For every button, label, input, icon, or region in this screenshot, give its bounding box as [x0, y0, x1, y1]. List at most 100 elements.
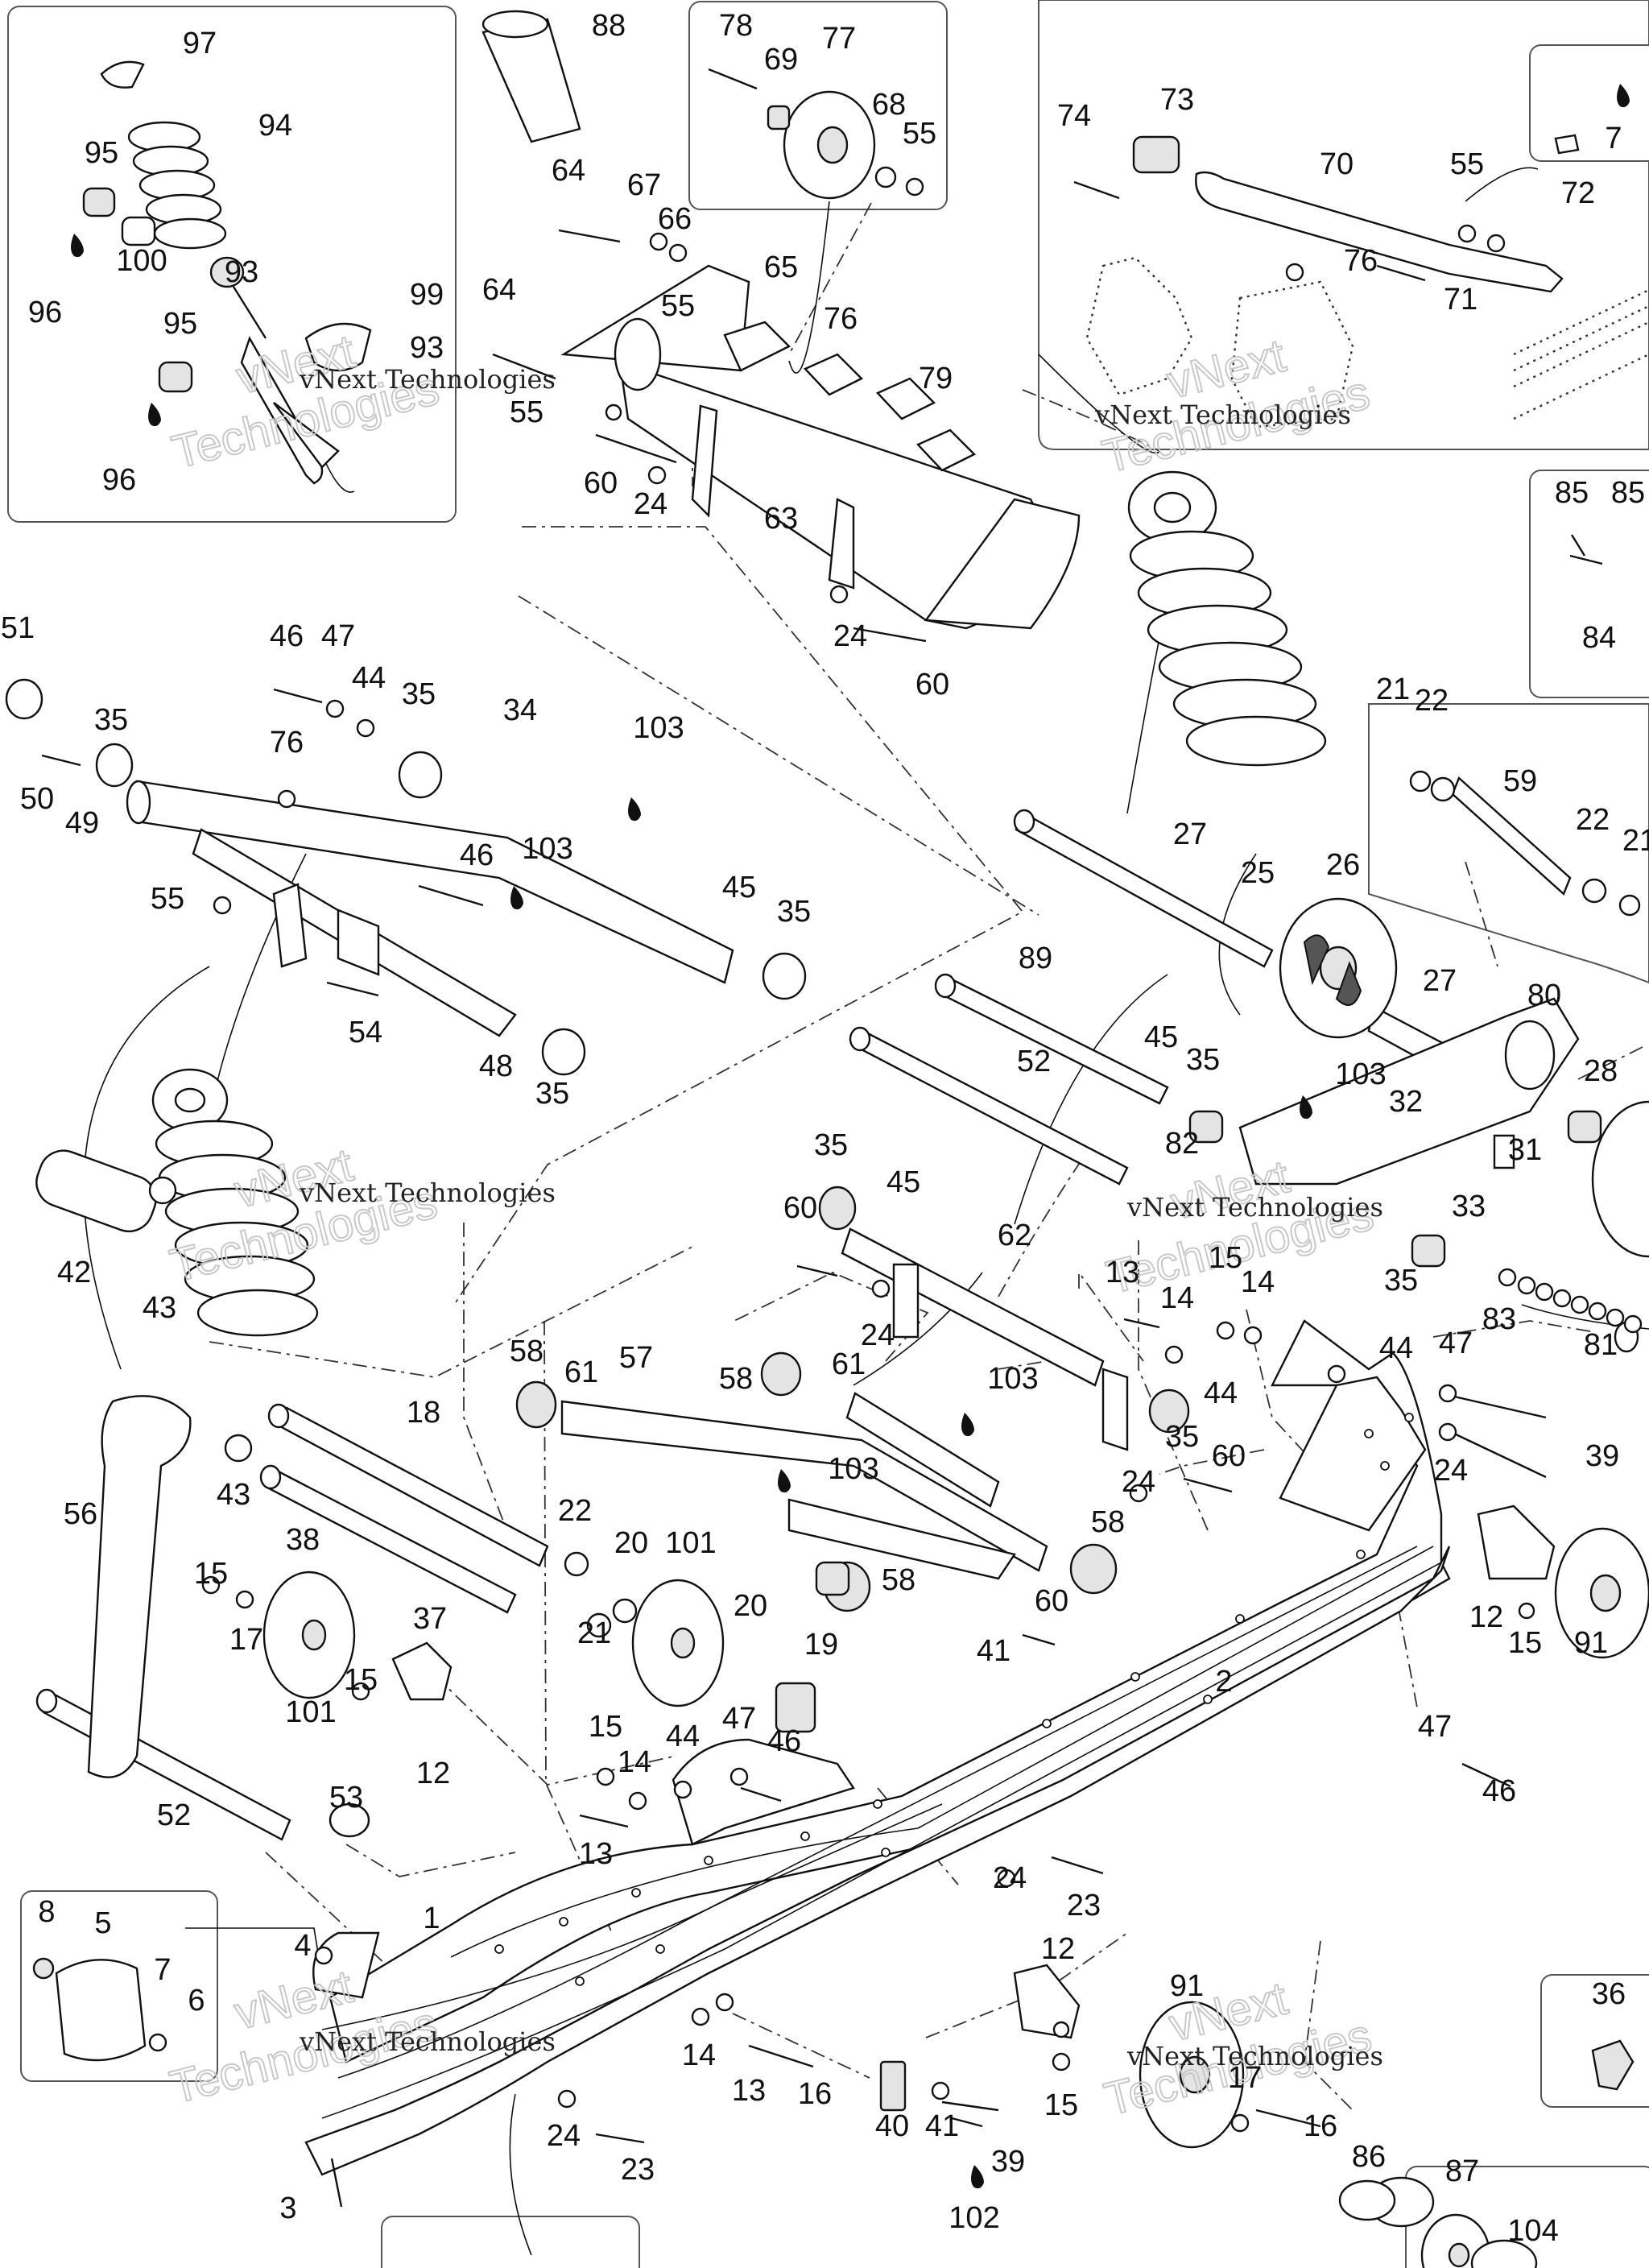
callout-24: 24	[993, 1861, 1027, 1895]
callout-60: 60	[915, 668, 949, 702]
callout-25: 25	[1241, 856, 1275, 890]
callout-72: 72	[1561, 176, 1595, 210]
callout-59: 59	[1503, 764, 1537, 798]
callout-52: 52	[157, 1798, 191, 1832]
callout-103: 103	[828, 1452, 878, 1486]
callout-12: 12	[416, 1757, 450, 1790]
callout-46: 46	[460, 838, 494, 872]
callout-43: 43	[217, 1478, 250, 1512]
callout-103: 103	[987, 1362, 1038, 1396]
idler-wheel-26	[1279, 897, 1398, 1039]
rail-holes	[494, 1413, 1414, 1986]
fasteners	[41, 134, 1643, 2221]
callout-47: 47	[321, 619, 355, 653]
callout-14: 14	[618, 1745, 651, 1779]
callout-12: 12	[1041, 1932, 1075, 1966]
link-arm-56	[35, 1149, 192, 1778]
callout-104: 104	[1507, 2214, 1558, 2248]
callout-65: 65	[764, 250, 798, 284]
callout-24: 24	[634, 487, 667, 521]
callout-24: 24	[1122, 1465, 1155, 1499]
callout-15: 15	[194, 1557, 228, 1591]
bracket-inset-bottom	[381, 2216, 640, 2268]
callout-1: 1	[423, 1902, 440, 1935]
rail-right	[329, 1319, 1451, 2063]
oil-drop-icon-103e	[778, 1469, 791, 1493]
callout-15: 15	[589, 1710, 622, 1744]
callout-41: 41	[925, 2109, 959, 2143]
callout-100: 100	[116, 244, 167, 278]
callout-36: 36	[1592, 1977, 1626, 2011]
callout-46: 46	[270, 619, 304, 653]
callout-103: 103	[1335, 1057, 1386, 1091]
callout-23: 23	[1067, 1889, 1101, 1922]
callout-17: 17	[229, 1623, 263, 1657]
callout-82: 82	[1165, 1127, 1199, 1161]
callout-60: 60	[783, 1191, 817, 1225]
upper-arm-34	[5, 678, 807, 1076]
callout-64: 64	[552, 154, 585, 188]
callout-5: 5	[94, 1906, 111, 1940]
grease-fitting-36	[1591, 2039, 1635, 2091]
center-shock-spring	[1127, 470, 1327, 767]
callout-44: 44	[1379, 1331, 1413, 1365]
rail-left-groove	[321, 1562, 1442, 2119]
callout-51: 51	[1, 611, 35, 645]
callout-58: 58	[882, 1563, 915, 1597]
callout-24: 24	[861, 1318, 895, 1352]
shock-absorber-93	[209, 256, 340, 485]
callout-103: 103	[522, 832, 572, 866]
callout-16: 16	[798, 2077, 832, 2111]
bracket-inset-84	[1529, 470, 1649, 698]
callout-2: 2	[1215, 1665, 1232, 1699]
callout-76: 76	[1344, 244, 1378, 278]
oil-drop-icon-7	[1617, 84, 1630, 108]
callout-14: 14	[1160, 1281, 1194, 1315]
callout-88: 88	[592, 9, 626, 43]
callout-52: 52	[1017, 1045, 1051, 1078]
bogie-wheels	[262, 1527, 1649, 2149]
callout-55: 55	[151, 882, 184, 916]
rail-left	[304, 1546, 1451, 2176]
callout-45: 45	[886, 1165, 920, 1199]
callout-91: 91	[1574, 1626, 1608, 1660]
callout-24: 24	[833, 619, 867, 653]
callout-61: 61	[832, 1347, 866, 1381]
sleeve-88	[481, 10, 581, 143]
callout-94: 94	[258, 109, 292, 143]
callout-102: 102	[948, 2201, 999, 2235]
callout-96: 96	[102, 463, 136, 497]
callout-54: 54	[349, 1016, 382, 1049]
callout-55: 55	[661, 289, 695, 323]
callout-101: 101	[285, 1695, 336, 1729]
callout-86: 86	[1352, 2140, 1386, 2174]
callout-62: 62	[998, 1219, 1031, 1252]
callout-58: 58	[1091, 1505, 1125, 1539]
callout-97: 97	[183, 27, 217, 60]
callout-14: 14	[682, 2038, 716, 2072]
callout-17: 17	[1228, 2061, 1262, 2095]
callout-35: 35	[1165, 1420, 1199, 1454]
callout-58: 58	[719, 1362, 753, 1396]
callout-45: 45	[722, 871, 756, 904]
callout-58: 58	[510, 1335, 543, 1368]
callout-71: 71	[1444, 283, 1477, 317]
callout-15: 15	[1508, 1626, 1542, 1660]
oil-drop-icon-102	[971, 2165, 984, 2189]
callout-79: 79	[919, 362, 953, 395]
callout-63: 63	[764, 502, 798, 536]
callout-12: 12	[1469, 1600, 1503, 1634]
callout-20: 20	[614, 1526, 648, 1560]
oil-drop-icon-103b	[510, 886, 523, 910]
callout-56: 56	[64, 1497, 97, 1531]
callout-45: 45	[1144, 1020, 1178, 1054]
rail-left-inner-line	[337, 1546, 1418, 2079]
callout-27: 27	[1173, 817, 1207, 851]
callout-84: 84	[1582, 621, 1616, 655]
callout-49: 49	[65, 806, 99, 840]
callout-67: 67	[627, 168, 661, 202]
callout-26: 26	[1326, 848, 1360, 882]
callout-44: 44	[666, 1720, 700, 1753]
callout-23: 23	[621, 2153, 655, 2187]
